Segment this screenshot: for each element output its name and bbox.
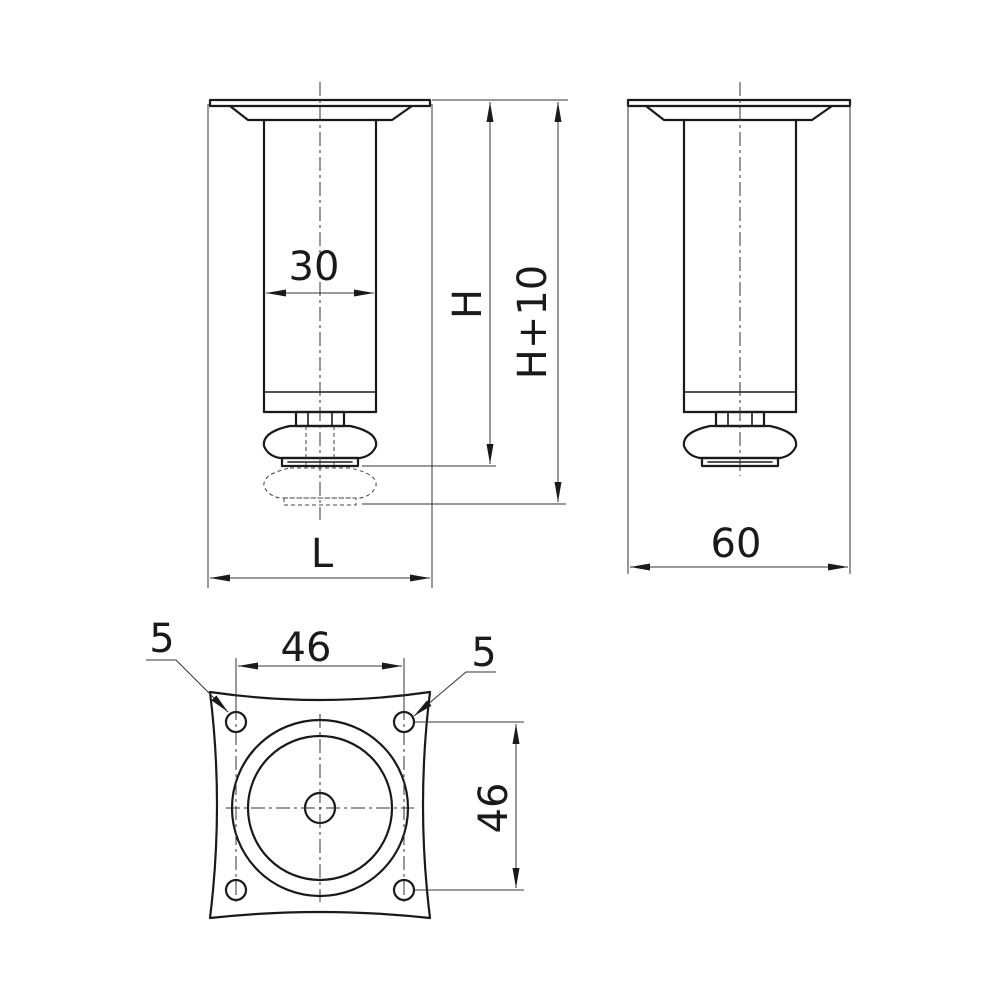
dim-tube-diameter: 30 (289, 244, 340, 290)
leader-hole-right (413, 671, 496, 717)
dim-hole-spacing-y: 46 (471, 783, 517, 834)
dim-hole-diameter-left: 5 (149, 616, 174, 662)
dim-height-extended: H+10 (510, 265, 556, 380)
front-view: 30 H H+10 L (207, 82, 568, 588)
top-view: 46 46 5 5 (146, 616, 524, 920)
leader-hole-left (146, 659, 229, 713)
top-mounting-plate (208, 690, 432, 920)
side-view: 60 (626, 82, 852, 574)
dim-hole-spacing-x: 46 (281, 625, 332, 671)
dim-plate-width: 60 (711, 521, 762, 567)
dim-length: L (311, 531, 334, 577)
dim-hole-diameter-right: 5 (471, 630, 496, 676)
dim-height: H (445, 289, 491, 319)
side-mounting-plate (626, 98, 852, 122)
top-inner-ring (246, 734, 394, 882)
front-foot-extended-hidden (263, 426, 377, 506)
